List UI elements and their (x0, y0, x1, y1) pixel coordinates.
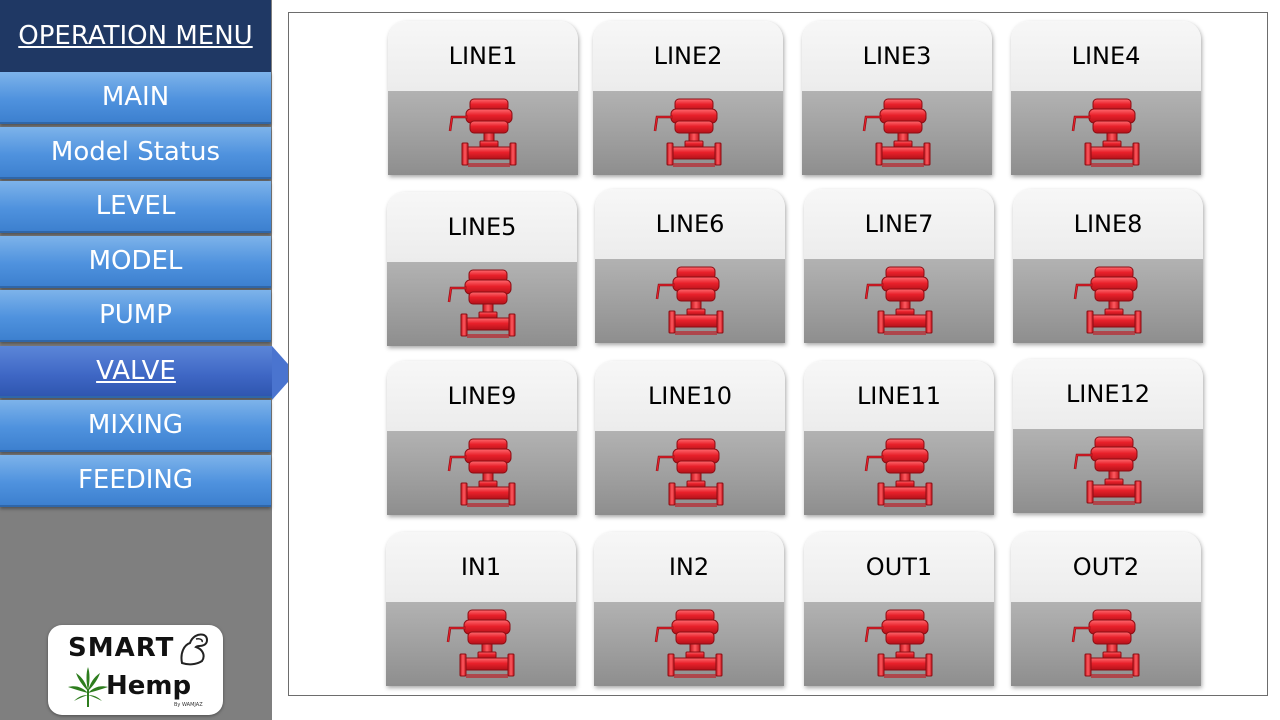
menu-item-feeding[interactable]: FEEDING (0, 455, 271, 507)
menu-item-pump[interactable]: PUMP (0, 290, 271, 342)
valve-label: LINE1 (388, 21, 578, 91)
hemp-leaf-icon (68, 667, 108, 707)
valve-icon (651, 437, 727, 511)
valve-label: LINE6 (595, 189, 785, 259)
valve-icon (1069, 435, 1145, 509)
valve-label: LINE10 (595, 361, 785, 431)
valve-card-line4[interactable]: LINE4 (1011, 21, 1201, 175)
valve-status-area (802, 91, 992, 175)
valve-icon (860, 265, 936, 339)
valve-card-line9[interactable]: LINE9 (387, 361, 577, 515)
valve-card-line11[interactable]: LINE11 (804, 361, 994, 515)
valve-label: OUT2 (1011, 532, 1201, 602)
valve-status-area (593, 91, 783, 175)
sidebar: OPERATION MENU MAIN Model Status LEVEL M… (0, 0, 272, 720)
menu-item-valve[interactable]: VALVE (0, 346, 272, 398)
valve-icon (649, 97, 725, 171)
valve-card-line3[interactable]: LINE3 (802, 21, 992, 175)
valve-label: LINE7 (804, 189, 994, 259)
valve-status-area (388, 91, 578, 175)
menu-item-main[interactable]: MAIN (0, 72, 271, 124)
valve-icon (443, 437, 519, 511)
valve-card-line10[interactable]: LINE10 (595, 361, 785, 515)
valve-status-area (804, 602, 994, 686)
valve-status-area (595, 431, 785, 515)
valve-card-in1[interactable]: IN1 (386, 532, 576, 686)
valve-icon (1067, 97, 1143, 171)
logo-text-hemp: Hemp (106, 671, 192, 701)
flexed-arm-icon (180, 633, 208, 666)
menu-item-mixing[interactable]: MIXING (0, 400, 271, 452)
valve-icon (860, 437, 936, 511)
menu-item-model[interactable]: MODEL (0, 236, 271, 288)
valve-card-line8[interactable]: LINE8 (1013, 189, 1203, 343)
valve-icon (858, 97, 934, 171)
valve-card-in2[interactable]: IN2 (594, 532, 784, 686)
valve-status-area (386, 602, 576, 686)
valve-label: LINE11 (804, 361, 994, 431)
valve-icon (444, 97, 520, 171)
smart-hemp-logo: SMART Hemp By WAMJAZ (48, 625, 223, 715)
valve-status-area (595, 259, 785, 343)
valve-status-area (804, 431, 994, 515)
valve-card-line7[interactable]: LINE7 (804, 189, 994, 343)
valve-card-out1[interactable]: OUT1 (804, 532, 994, 686)
valve-label: LINE8 (1013, 189, 1203, 259)
valve-icon (651, 265, 727, 339)
valve-label: LINE4 (1011, 21, 1201, 91)
valve-status-area (1011, 602, 1201, 686)
valve-status-area (804, 259, 994, 343)
valve-icon (650, 608, 726, 682)
valve-card-line2[interactable]: LINE2 (593, 21, 783, 175)
valve-card-line5[interactable]: LINE5 (387, 192, 577, 346)
valve-label: LINE12 (1013, 359, 1203, 429)
logo-subtext: By WAMJAZ (174, 702, 203, 708)
valve-icon (1069, 265, 1145, 339)
valve-icon (442, 608, 518, 682)
valve-icon (1067, 608, 1143, 682)
valve-status-area (387, 262, 577, 346)
valve-label: OUT1 (804, 532, 994, 602)
menu-item-level[interactable]: LEVEL (0, 181, 271, 233)
valve-status-area (594, 602, 784, 686)
valve-status-area (387, 431, 577, 515)
menu-item-model-status[interactable]: Model Status (0, 127, 271, 179)
valve-card-out2[interactable]: OUT2 (1011, 532, 1201, 686)
valve-label: LINE9 (387, 361, 577, 431)
valve-label: LINE5 (387, 192, 577, 262)
valve-card-line1[interactable]: LINE1 (388, 21, 578, 175)
valve-label: IN2 (594, 532, 784, 602)
valve-icon (443, 268, 519, 342)
valve-card-line12[interactable]: LINE12 (1013, 359, 1203, 513)
valve-status-area (1011, 91, 1201, 175)
valve-label: IN1 (386, 532, 576, 602)
operation-menu-title: OPERATION MENU (0, 0, 271, 72)
valve-card-line6[interactable]: LINE6 (595, 189, 785, 343)
logo-text-smart: SMART (68, 633, 175, 663)
valve-status-area (1013, 429, 1203, 513)
valve-icon (860, 608, 936, 682)
valve-label: LINE3 (802, 21, 992, 91)
valve-label: LINE2 (593, 21, 783, 91)
valve-status-area (1013, 259, 1203, 343)
